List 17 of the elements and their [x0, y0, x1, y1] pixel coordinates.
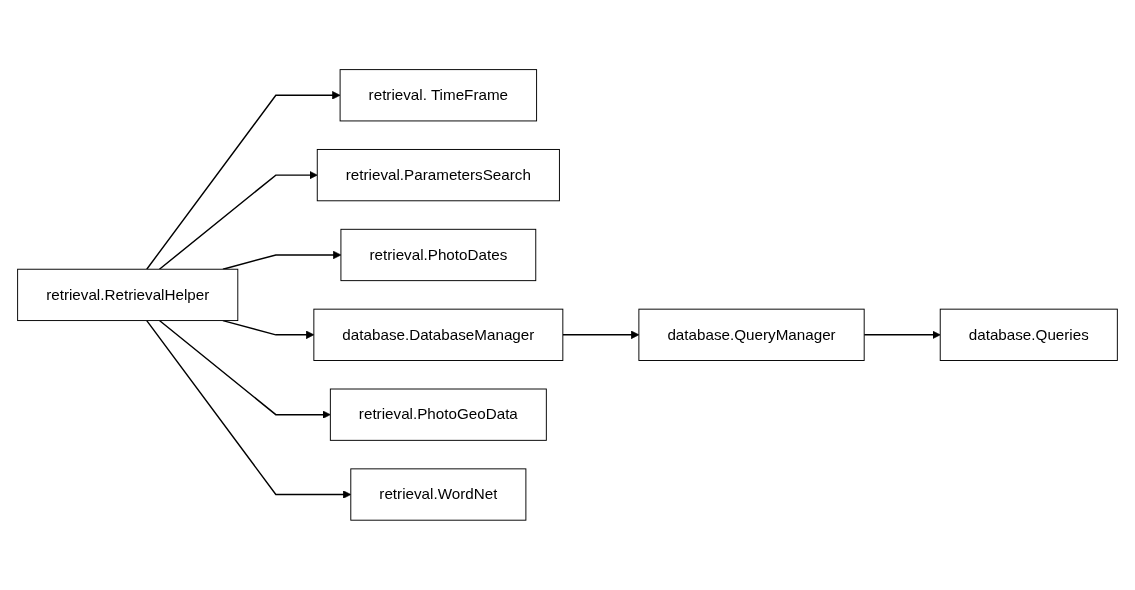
arrow	[863, 330, 941, 340]
node-box: database.QueryManager	[638, 308, 865, 362]
node-box: retrieval.RetrievalHelper	[17, 268, 239, 322]
node-box: retrieval.PhotoDates	[340, 228, 537, 282]
node-box: retrieval.ParametersSearch	[316, 149, 560, 202]
arrow	[158, 171, 318, 271]
arrow	[562, 330, 640, 340]
arrow	[146, 319, 352, 499]
node-box: retrieval.PhotoGeoData	[329, 388, 547, 441]
arrow	[222, 250, 342, 271]
node-box: database.Queries	[939, 308, 1118, 362]
node-box: retrieval. TimeFrame	[339, 69, 538, 122]
node-box: retrieval.WordNet	[350, 468, 527, 521]
arrow	[222, 319, 315, 340]
node-box: database.DatabaseManager	[313, 308, 564, 362]
arrow	[158, 319, 331, 419]
arrow	[146, 91, 341, 271]
